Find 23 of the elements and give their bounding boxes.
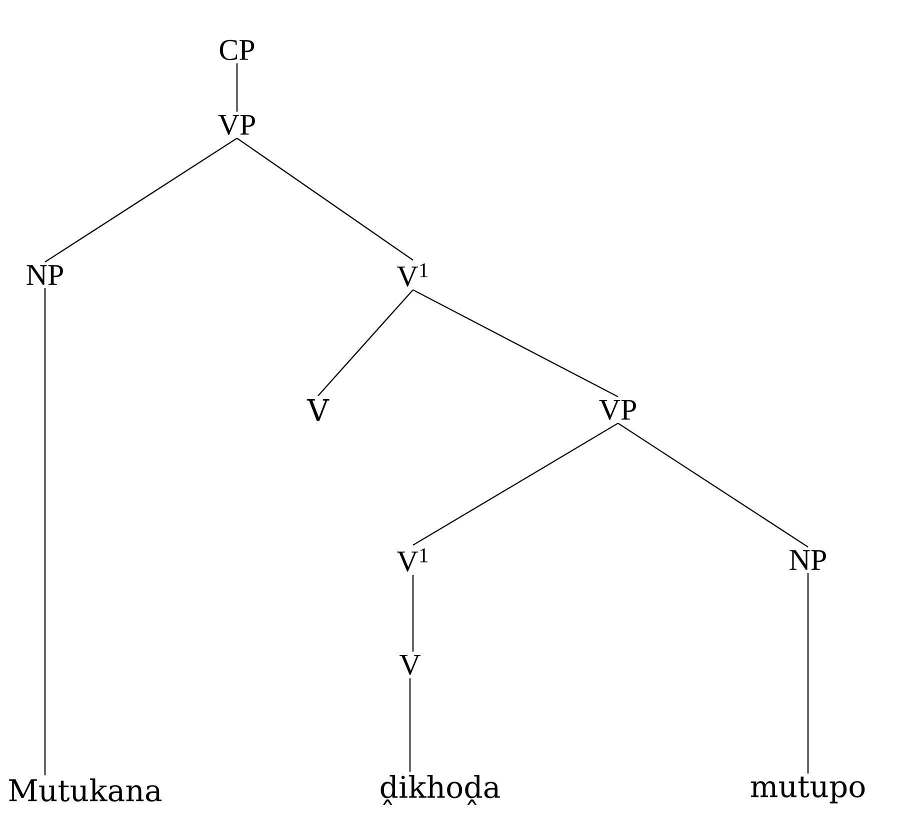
- category-label: V$^{1}$: [397, 263, 428, 287]
- category-label: VP: [218, 114, 255, 136]
- tree-branch: [409, 678, 411, 772]
- tree-branch: [318, 289, 414, 396]
- tree-branch: [44, 288, 46, 776]
- category-label: VP: [599, 400, 636, 420]
- tree-branch: [236, 63, 238, 112]
- tree-branch: [236, 138, 414, 261]
- category-label: NP: [790, 550, 826, 570]
- category-label: NP: [26, 265, 63, 285]
- category-label: V$^{1}$: [397, 548, 428, 572]
- word-label: Mutukana: [9, 778, 162, 802]
- tree-branch: [807, 573, 809, 774]
- tree-branch: [44, 138, 238, 262]
- category-label: CP: [220, 40, 254, 60]
- word-label: ḓikhoḓa: [380, 775, 500, 805]
- tree-branch: [618, 422, 808, 548]
- tree-branch: [412, 422, 618, 546]
- tree-branch: [412, 574, 414, 652]
- tree-branch: [412, 289, 618, 398]
- word-label: mutupo: [750, 776, 865, 804]
- category-label: V: [400, 654, 420, 676]
- word-label: V: [306, 399, 330, 421]
